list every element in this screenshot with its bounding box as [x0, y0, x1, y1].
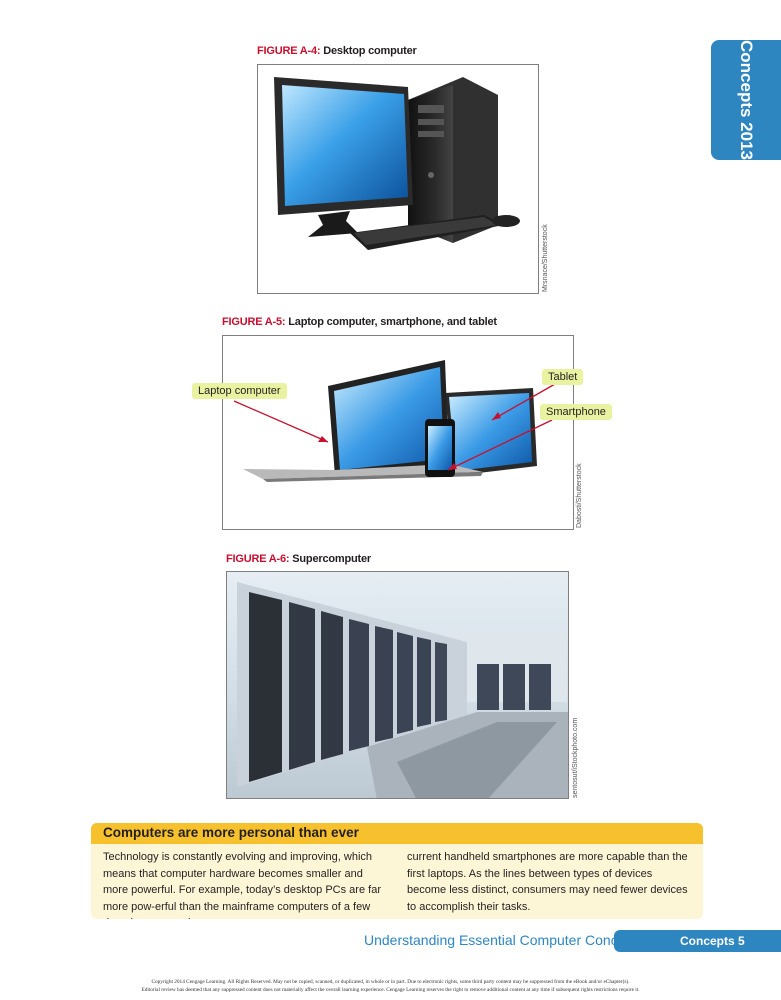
sidebar-title: Computers are more personal than ever [91, 823, 703, 844]
figure-a6-caption: FIGURE A-6: Supercomputer [226, 553, 371, 565]
copyright-line-1: Copyright 2014 Cengage Learning. All Rig… [151, 979, 630, 985]
callout-tablet: Tablet [542, 369, 584, 385]
sidebar-column-2: current handheld smartphones are more ca… [407, 851, 688, 913]
page-number-label: Concepts 5 [680, 934, 745, 948]
page-number-tab: Concepts 5 [614, 930, 781, 952]
sidebar-body: Technology is constantly evolving and im… [91, 844, 703, 919]
desktop-computer-illustration [274, 77, 520, 250]
section-tab: Concepts 2013 [711, 40, 781, 160]
figure-a6-label: FIGURE A-6: [226, 553, 290, 565]
figure-a5-credit: Dabosti/Shutterstock [576, 463, 583, 528]
mobile-devices-illustration [243, 360, 537, 482]
figure-a5-title: Laptop computer, smartphone, and tablet [288, 316, 497, 328]
callout-laptop: Laptop computer [192, 383, 287, 399]
figure-a4-label: FIGURE A-4: [257, 45, 321, 57]
figure-a6-title: Supercomputer [292, 553, 371, 565]
figure-a4-title: Desktop computer [323, 45, 417, 57]
copyright-line-2: Editorial review has deemed that any sup… [141, 987, 640, 993]
figure-a5-label: FIGURE A-5: [222, 316, 286, 328]
copyright-notice: Copyright 2014 Cengage Learning. All Rig… [0, 978, 781, 994]
sidebar-box: Computers are more personal than ever Te… [91, 823, 703, 919]
figure-a6-image [226, 571, 569, 799]
figure-a4-caption: FIGURE A-4: Desktop computer [257, 45, 417, 57]
figure-a5-image [222, 335, 574, 530]
figure-a4-image [257, 64, 539, 294]
callout-smartphone: Smartphone [540, 404, 612, 420]
sidebar-column-1: Technology is constantly evolving and im… [103, 851, 381, 919]
supercomputer-room-illustration [227, 572, 568, 798]
figure-a5-caption: FIGURE A-5: Laptop computer, smartphone,… [222, 316, 497, 328]
running-footer-title: Understanding Essential Computer Concept… [364, 932, 645, 948]
figure-a6-credit: sentosut/iStockphoto.com [572, 717, 579, 798]
